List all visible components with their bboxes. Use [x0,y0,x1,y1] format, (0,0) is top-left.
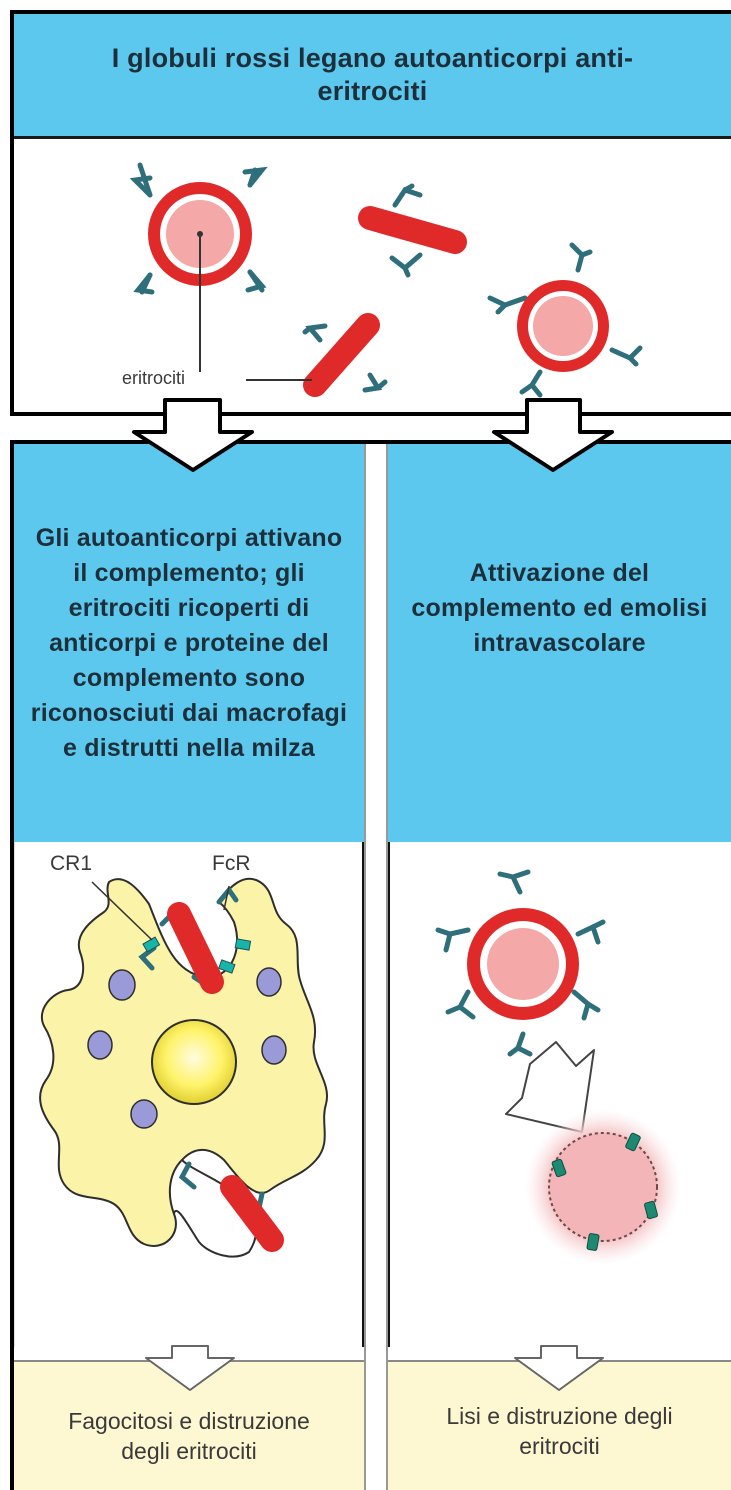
lysis-illustration [435,869,681,1265]
top-panel-title: I globuli rossi legano autoanticorpi ant… [14,14,731,136]
hollow-arrow-diagonal [505,1041,595,1133]
macrophage-nucleus [151,1019,237,1105]
label-eritrociti: eritrociti [122,368,186,388]
gutter-line-right [386,444,388,1490]
right-column-header: Attivazione del complemento ed emolisi i… [388,444,731,842]
lysed-erythrocyte [548,1132,658,1242]
granules [87,967,287,1129]
fcr-leader [223,885,230,911]
top-panel-title-text: I globuli rossi legano autoanticorpi ant… [111,43,634,106]
erythrocyte-3 [487,242,643,398]
coated-erythrocyte [435,869,606,1057]
right-column-footer: Lisi e distruzione degli eritrociti [388,1360,731,1490]
engulfed-erythrocyte-2 [220,1175,284,1252]
cr1-leader [91,881,153,941]
erythrocyte-1 [129,162,268,295]
mac-complexes [551,1132,658,1251]
engulfed-erythrocyte-1 [167,902,224,994]
top-illustration [129,162,643,398]
label-fcr: FcR [212,852,251,875]
macrophage-illustration [39,877,329,1258]
erythrocyte-4 [302,313,388,397]
erythrocyte-2 [358,183,467,278]
label-cr1: CR1 [50,852,93,875]
arrow-down-small-right [514,1345,604,1391]
column-gutter [364,444,388,1490]
arrow-down-right [492,398,614,472]
arrow-down-small-left [145,1345,235,1391]
left-column-header: Gli autoanticorpi attivano il complement… [14,444,364,842]
arrow-down-left [132,398,254,472]
gutter-line-left [364,444,366,1490]
top-title-divider [14,136,731,139]
